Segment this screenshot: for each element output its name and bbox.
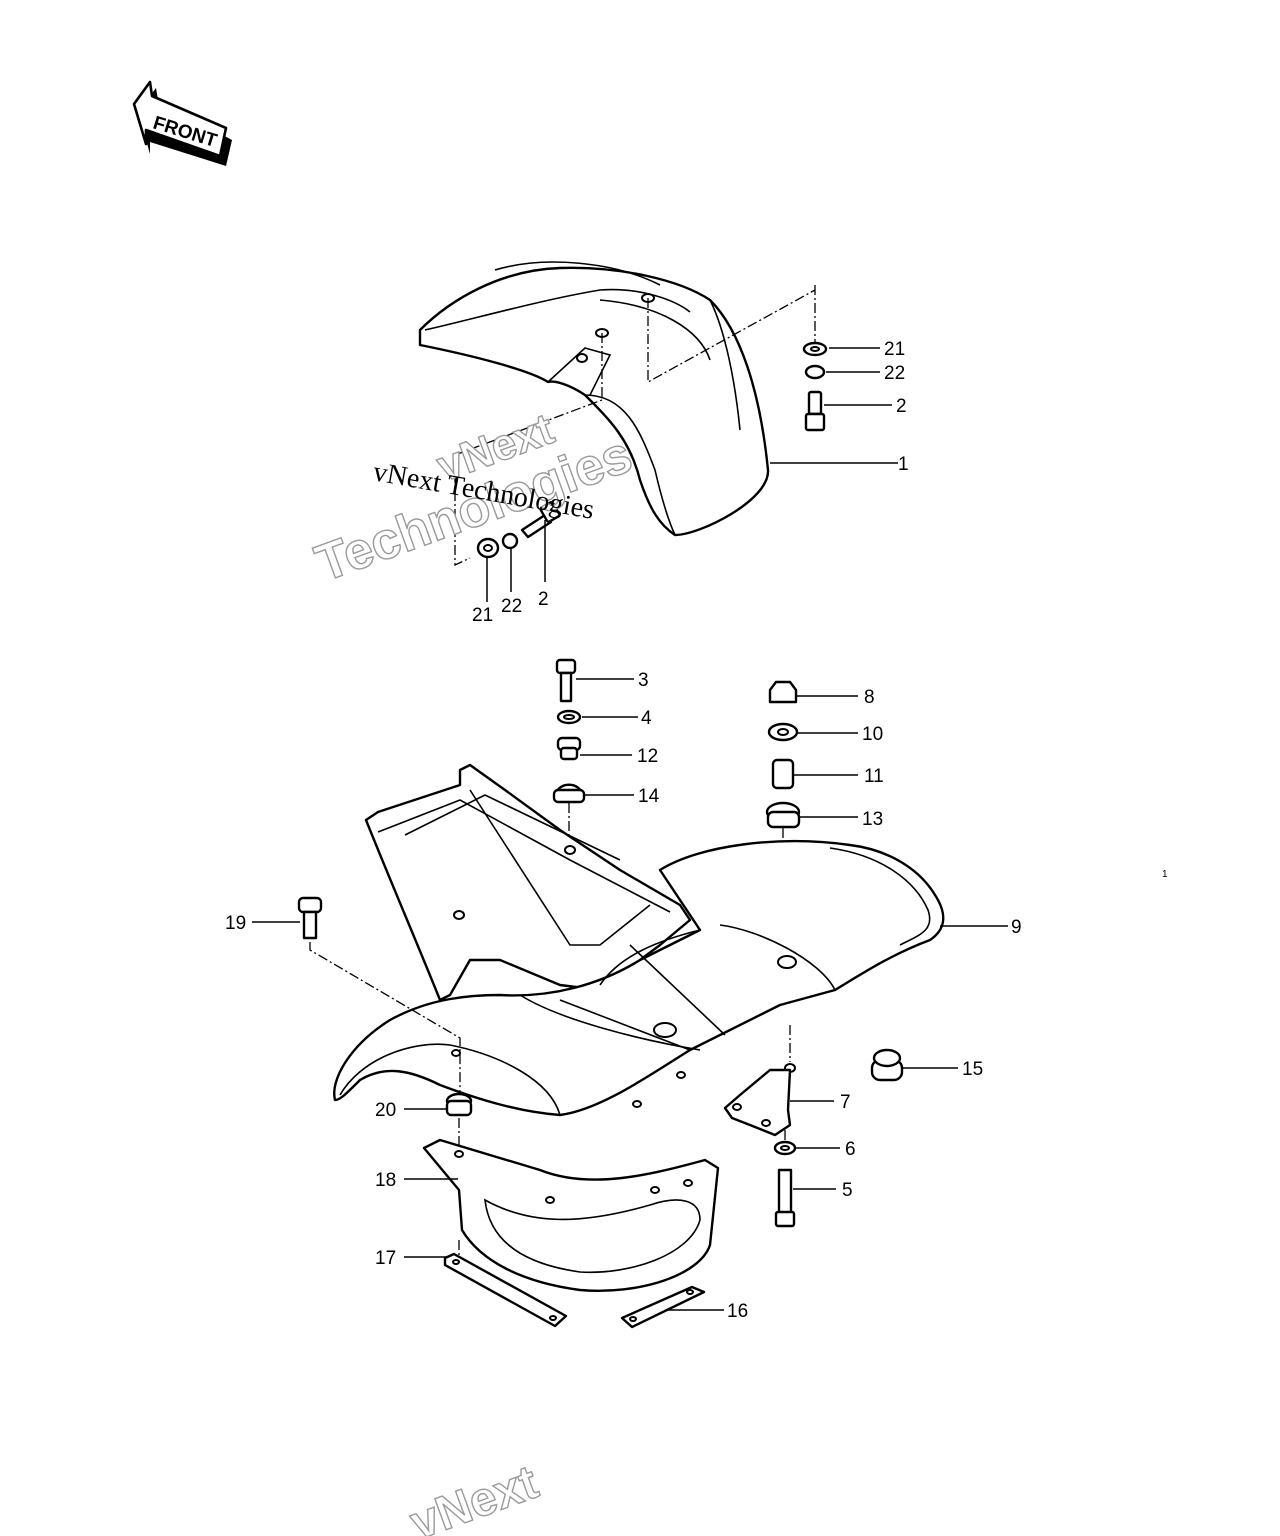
- callout-21: 21: [884, 339, 905, 360]
- grommet-20: [445, 1092, 473, 1152]
- lower-left-hardware: [476, 501, 561, 559]
- callout-7: 7: [840, 1092, 851, 1113]
- callout-8: 8: [864, 687, 875, 708]
- leader-lines: [252, 347, 1008, 1311]
- watermark-bottom-vnext: vNext: [404, 1456, 545, 1536]
- callout-13: 13: [862, 809, 883, 830]
- callout-2: 2: [538, 589, 549, 610]
- callout-12: 12: [637, 746, 658, 767]
- callout-6: 6: [845, 1139, 856, 1160]
- grommet: [870, 1048, 904, 1082]
- callout-15: 15: [962, 1059, 983, 1080]
- callout-4: 4: [641, 708, 652, 729]
- left-mount-stack: [552, 658, 586, 845]
- callout-16: 16: [727, 1301, 748, 1322]
- plate-17: [443, 1252, 568, 1328]
- callout-22: 22: [884, 363, 905, 384]
- rear-fender: [333, 763, 945, 1117]
- upper-right-hardware: [802, 285, 828, 432]
- callout-14: 14: [638, 786, 660, 807]
- callout-21: 21: [472, 605, 493, 626]
- mud-flap: [422, 1138, 720, 1292]
- callout-2: 2: [896, 396, 907, 417]
- front-arrow-icon: FRONT: [132, 80, 232, 166]
- bracket-assembly: [723, 1025, 797, 1228]
- callout-19: 19: [225, 913, 246, 934]
- callout-10: 10: [862, 724, 883, 745]
- callout-22: 22: [501, 596, 522, 617]
- stray-mark: 1: [1162, 869, 1168, 880]
- front-fender: [418, 261, 816, 567]
- callout-labels: 1 2 2 3 4 5 6 7 8 9 10 11 12 13 14 15 16…: [225, 339, 1022, 1322]
- callout-1: 1: [898, 454, 909, 475]
- bolt-19: [297, 896, 461, 1095]
- plate-16: [620, 1285, 706, 1329]
- callout-17: 17: [375, 1248, 396, 1269]
- callout-18: 18: [375, 1170, 396, 1191]
- callout-20: 20: [375, 1100, 396, 1121]
- callout-11: 11: [864, 766, 884, 787]
- callout-3: 3: [638, 670, 649, 691]
- callout-5: 5: [842, 1180, 853, 1201]
- callout-9: 9: [1011, 917, 1022, 938]
